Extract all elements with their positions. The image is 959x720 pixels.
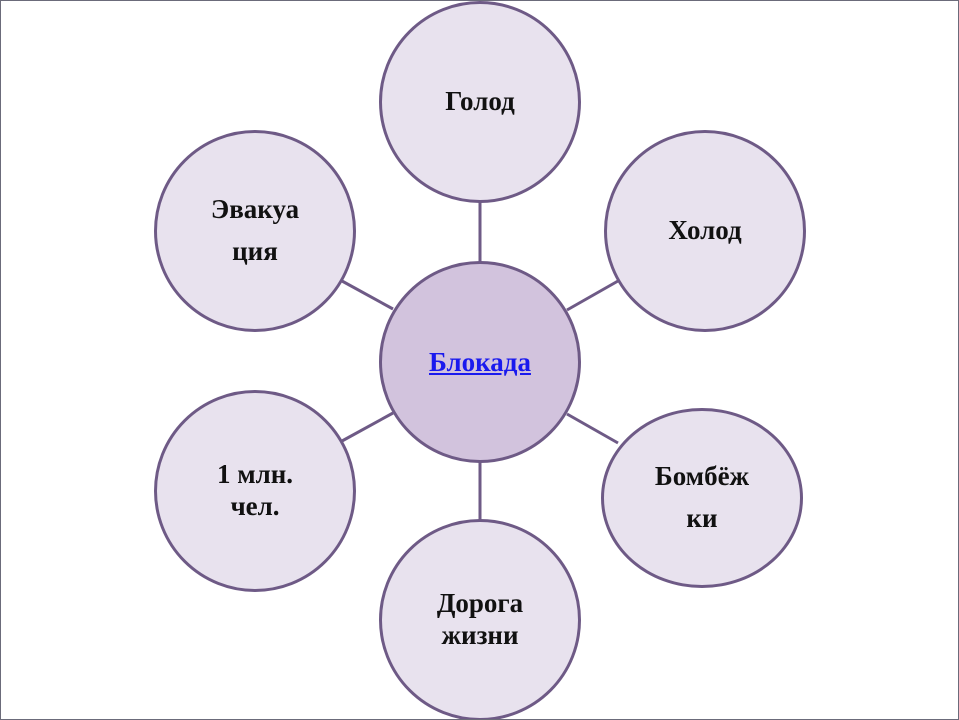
node-holod: Холод bbox=[604, 130, 806, 332]
node-label-doroga: Дорога жизни bbox=[436, 588, 524, 650]
center-link-blokada[interactable]: Блокада bbox=[429, 346, 531, 377]
node-label-million: 1 млн. чел. bbox=[216, 459, 294, 521]
connector-evakuaciya bbox=[341, 279, 394, 311]
node-label-bombezhki: Бомбёж ки bbox=[654, 461, 750, 533]
node-label-holod: Холод bbox=[668, 215, 742, 246]
connector-million bbox=[341, 411, 394, 443]
node-bombezhki: Бомбёж ки bbox=[601, 408, 803, 588]
node-evakuaciya: Эвакуа ция bbox=[154, 130, 356, 332]
node-golod: Голод bbox=[379, 1, 581, 203]
center-node-blokada: Блокада bbox=[379, 261, 581, 463]
connector-bombezhki bbox=[566, 412, 619, 445]
node-label-evakuaciya: Эвакуа ция bbox=[210, 194, 300, 266]
connector-holod bbox=[566, 279, 619, 312]
node-label-golod: Голод bbox=[445, 86, 515, 117]
node-doroga: Дорога жизни bbox=[379, 519, 581, 719]
node-million: 1 млн. чел. bbox=[154, 390, 356, 592]
